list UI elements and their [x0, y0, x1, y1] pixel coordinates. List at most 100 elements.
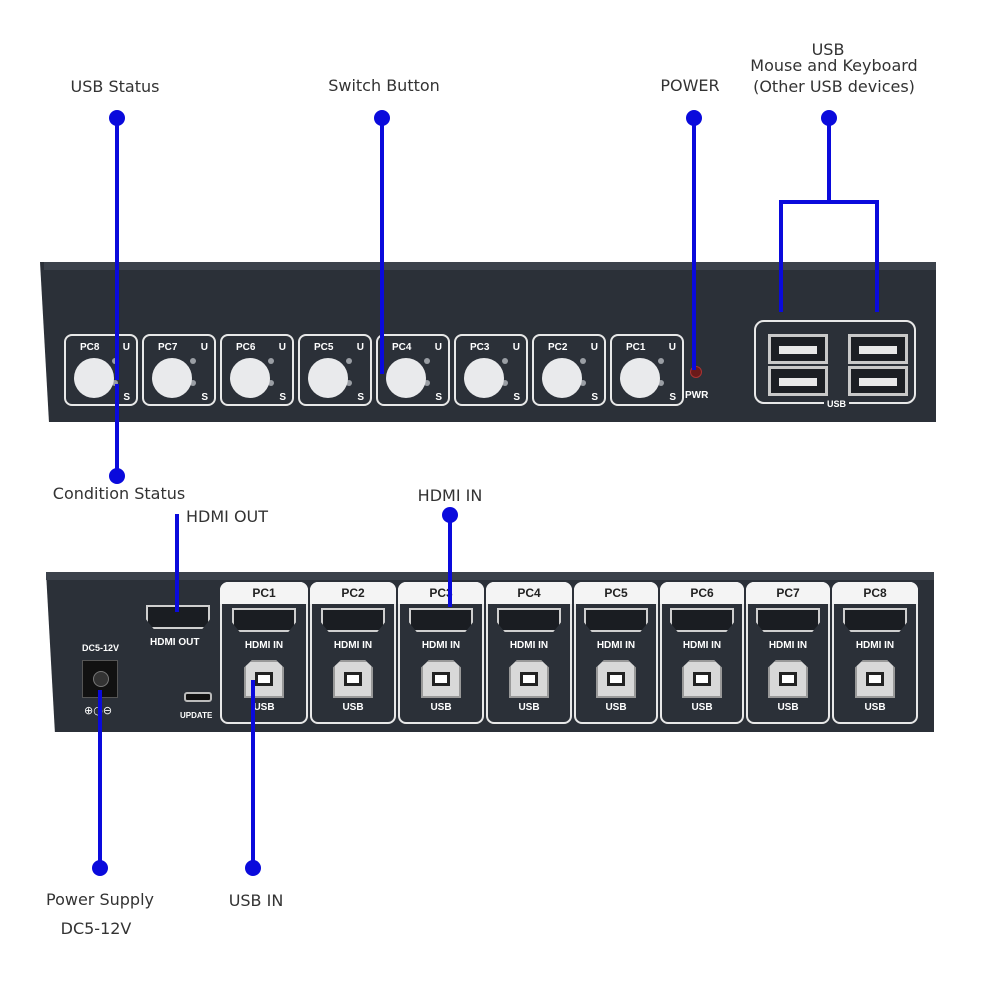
switch-button-pc4[interactable] — [386, 358, 426, 398]
hdmi-in-port-pc8[interactable] — [843, 608, 907, 632]
usb-b-port-pc6[interactable] — [682, 660, 722, 698]
usb-in-port-label: USB — [864, 702, 886, 713]
usb-status-led — [346, 358, 352, 364]
front-pc-label: PC1 — [626, 342, 646, 353]
rear-panel-top-edge — [46, 572, 934, 580]
rear-pc-label: PC2 — [310, 582, 396, 604]
switch-button-pc8[interactable] — [74, 358, 114, 398]
hdmi-in-port-pc4[interactable] — [497, 608, 561, 632]
usb-status-led — [268, 358, 274, 364]
usb-status-led — [580, 358, 586, 364]
hdmi-in-port-pc7[interactable] — [756, 608, 820, 632]
hdmi-in-label: HDMI IN — [855, 640, 895, 651]
front-pc-label: PC4 — [392, 342, 412, 353]
front-usb-port-group — [754, 320, 916, 404]
front-pc-label: PC7 — [158, 342, 178, 353]
condition-status-letter: S — [591, 392, 598, 403]
condition-status-label: Condition Status — [52, 484, 186, 503]
usb-status-letter: U — [356, 342, 364, 353]
hdmi-in-port-pc3[interactable] — [409, 608, 473, 632]
hdmi-out-label: HDMI OUT — [150, 637, 200, 648]
condition-status-line — [115, 384, 119, 476]
hdmi-in-label: HDMI IN — [244, 640, 284, 651]
switch-button-pc2[interactable] — [542, 358, 582, 398]
switch-button-pc7[interactable] — [152, 358, 192, 398]
usb-port-2[interactable] — [768, 366, 828, 396]
update-port[interactable] — [184, 692, 212, 702]
hdmi-in-label: HDMI IN — [596, 640, 636, 651]
condition-status-led — [268, 380, 274, 386]
power-supply-line — [98, 690, 102, 866]
front-pc-box-pc1: PC1 U S — [610, 334, 684, 406]
usb-in-port-label: USB — [430, 702, 452, 713]
usb-status-led — [190, 358, 196, 364]
usb-b-port-pc7[interactable] — [768, 660, 808, 698]
hdmi-in-label: HDMI IN — [333, 640, 373, 651]
dc-label: DC5-12V — [82, 643, 120, 653]
switch-button-pc3[interactable] — [464, 358, 504, 398]
hdmi-in-port-pc6[interactable] — [670, 608, 734, 632]
condition-status-letter: S — [201, 392, 208, 403]
condition-status-led — [424, 380, 430, 386]
front-usb-label: USB — [824, 399, 850, 409]
power-supply-dot — [92, 860, 108, 876]
hdmi-out-callout-label: HDMI OUT — [186, 507, 269, 526]
switch-button-label: Switch Button — [328, 76, 440, 95]
hdmi-out-line — [175, 514, 179, 612]
usb-port-3[interactable] — [848, 334, 908, 364]
hdmi-in-port-pc5[interactable] — [584, 608, 648, 632]
usb-status-letter: U — [122, 342, 130, 353]
usb-b-port-pc2[interactable] — [333, 660, 373, 698]
condition-status-letter: S — [123, 392, 130, 403]
usb-b-port-pc8[interactable] — [855, 660, 895, 698]
usb-b-port-pc5[interactable] — [596, 660, 636, 698]
usb-status-letter: U — [668, 342, 676, 353]
usb-port-1[interactable] — [768, 334, 828, 364]
front-pc-label: PC6 — [236, 342, 256, 353]
rear-pc-label: PC8 — [832, 582, 918, 604]
usb-devices-stem — [827, 118, 831, 204]
usb-in-port-label: USB — [342, 702, 364, 713]
usb-in-label: USB IN — [228, 891, 284, 910]
usb-status-letter: U — [200, 342, 208, 353]
usb-devices-bracket — [779, 200, 879, 204]
switch-button-pc5[interactable] — [308, 358, 348, 398]
condition-status-led — [580, 380, 586, 386]
switch-button-line — [380, 118, 384, 374]
hdmi-in-line — [448, 515, 452, 607]
switch-button-pc6[interactable] — [230, 358, 270, 398]
usb-status-led — [424, 358, 430, 364]
hdmi-in-port-pc2[interactable] — [321, 608, 385, 632]
usb-in-dot — [245, 860, 261, 876]
hdmi-in-callout-label: HDMI IN — [417, 486, 483, 505]
usb-b-port-pc1[interactable] — [244, 660, 284, 698]
hdmi-in-label: HDMI IN — [421, 640, 461, 651]
hdmi-in-port-pc1[interactable] — [232, 608, 296, 632]
condition-status-letter: S — [435, 392, 442, 403]
hdmi-in-label: HDMI IN — [682, 640, 722, 651]
condition-status-letter: S — [513, 392, 520, 403]
front-pc-label: PC2 — [548, 342, 568, 353]
hdmi-in-label: HDMI IN — [509, 640, 549, 651]
usb-b-port-pc4[interactable] — [509, 660, 549, 698]
usb-port-4[interactable] — [848, 366, 908, 396]
rear-pc-label: PC7 — [746, 582, 830, 604]
usb-b-port-pc3[interactable] — [421, 660, 461, 698]
usb-status-led — [502, 358, 508, 364]
usb-status-led — [658, 358, 664, 364]
usb-status-line — [115, 118, 119, 380]
front-pc-box-pc7: PC7 U S — [142, 334, 216, 406]
usb-devices-left-line — [779, 200, 783, 312]
switch-button-pc1[interactable] — [620, 358, 660, 398]
condition-status-letter: S — [669, 392, 676, 403]
